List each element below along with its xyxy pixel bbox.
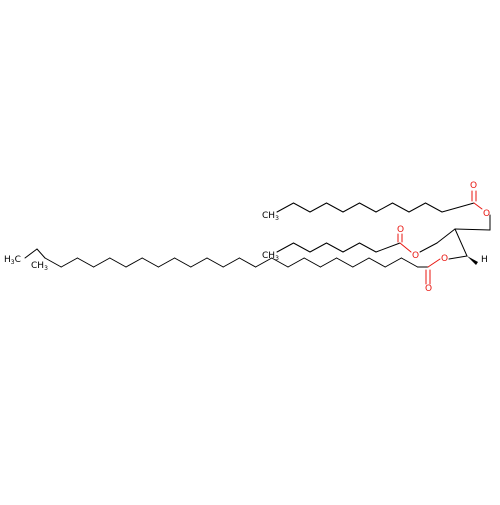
- bond-chain-2: [276, 242, 294, 253]
- bond-chain-2: [309, 242, 327, 253]
- oxygen-label-ester-1-ether: O: [483, 209, 490, 219]
- bond-chain-2: [359, 242, 377, 253]
- methyl-label-chain-1: CH3: [262, 211, 279, 222]
- bond-chain-3: [400, 257, 419, 268]
- bond-chain-3: [287, 257, 305, 268]
- bond-chain-2: [293, 242, 311, 253]
- bond-glycerol-2d: [454, 228, 491, 231]
- bond-ester-2: [399, 242, 412, 253]
- bond-layer: [24, 202, 491, 268]
- bond-chain-3: [44, 257, 62, 268]
- bond-glycerol-2a: [419, 242, 438, 253]
- oxygen-label-ester-2-ether: O: [412, 251, 419, 261]
- oxygen-label-ester-1-carbonyl: O: [470, 181, 477, 191]
- bond-chain-3: [109, 257, 127, 268]
- methyl-label-chain-3-branch: CH3: [31, 261, 48, 272]
- bond-chain-3: [384, 257, 402, 268]
- bond-chain-3: [303, 257, 321, 268]
- oxygen-bond-layer: [397, 190, 483, 285]
- bond-chain-1: [392, 202, 410, 213]
- bond-glycerol-2b: [436, 228, 456, 244]
- bond-chain-3-ethyl-b: [36, 248, 46, 259]
- bond-chain-3: [336, 257, 354, 268]
- bond-chain-3: [368, 257, 386, 268]
- bond-chain-3: [93, 257, 111, 268]
- bond-glycerol-2c: [454, 228, 468, 257]
- bond-ester-1: [473, 202, 483, 210]
- bond-chain-2: [326, 242, 344, 253]
- bond-chain-3: [174, 257, 192, 268]
- bond-chain-3: [190, 257, 208, 268]
- svg-text:H3C: H3C: [4, 255, 21, 266]
- methyl-label-chain-3-terminal: H3C: [4, 255, 21, 266]
- bond-chain-3: [319, 257, 338, 268]
- bond-chain-1: [425, 202, 443, 213]
- bond-chain-3: [222, 257, 240, 268]
- svg-text:CH3: CH3: [262, 251, 279, 262]
- bond-chain-3: [125, 257, 143, 268]
- oxygen-label-ester-3-carbonyl: O: [425, 284, 432, 294]
- hydrogen-label: H: [481, 255, 488, 265]
- oxygen-label-ester-3-ether: O: [441, 254, 448, 264]
- bond-chain-1: [408, 202, 426, 213]
- bond-glycerol-3: [448, 255, 468, 260]
- bond-chain-1: [276, 202, 294, 213]
- bond-chain-1: [359, 202, 377, 213]
- svg-text:CH3: CH3: [31, 261, 48, 272]
- methyl-label-chain-2: CH3: [262, 251, 279, 262]
- bond-chain-1: [342, 202, 360, 213]
- bond-chain-3: [60, 257, 78, 268]
- bond-chain-3: [238, 257, 257, 268]
- bond-chain-1: [293, 202, 311, 213]
- bond-chain-3-ethyl-a: [24, 248, 38, 259]
- bond-chain-3: [157, 257, 176, 268]
- oxygen-label-ester-2-carbonyl: O: [397, 225, 404, 235]
- bond-chain-3: [352, 257, 370, 268]
- bond-chain-3: [206, 257, 224, 268]
- bond-chain-3: [271, 257, 289, 268]
- bond-chain-2: [342, 242, 360, 253]
- bond-chain-1: [441, 202, 475, 213]
- bond-chain-2: [375, 242, 401, 253]
- bond-chain-3: [76, 257, 95, 268]
- bond-chain-1: [309, 202, 327, 213]
- stereo-wedge: [467, 256, 478, 265]
- svg-text:CH3: CH3: [262, 211, 279, 222]
- bond-chain-1: [375, 202, 393, 213]
- bond-chain-1: [326, 202, 344, 213]
- bond-chain-3: [141, 257, 159, 268]
- bond-chain-3: [255, 257, 273, 268]
- bond-ester-3: [427, 258, 441, 268]
